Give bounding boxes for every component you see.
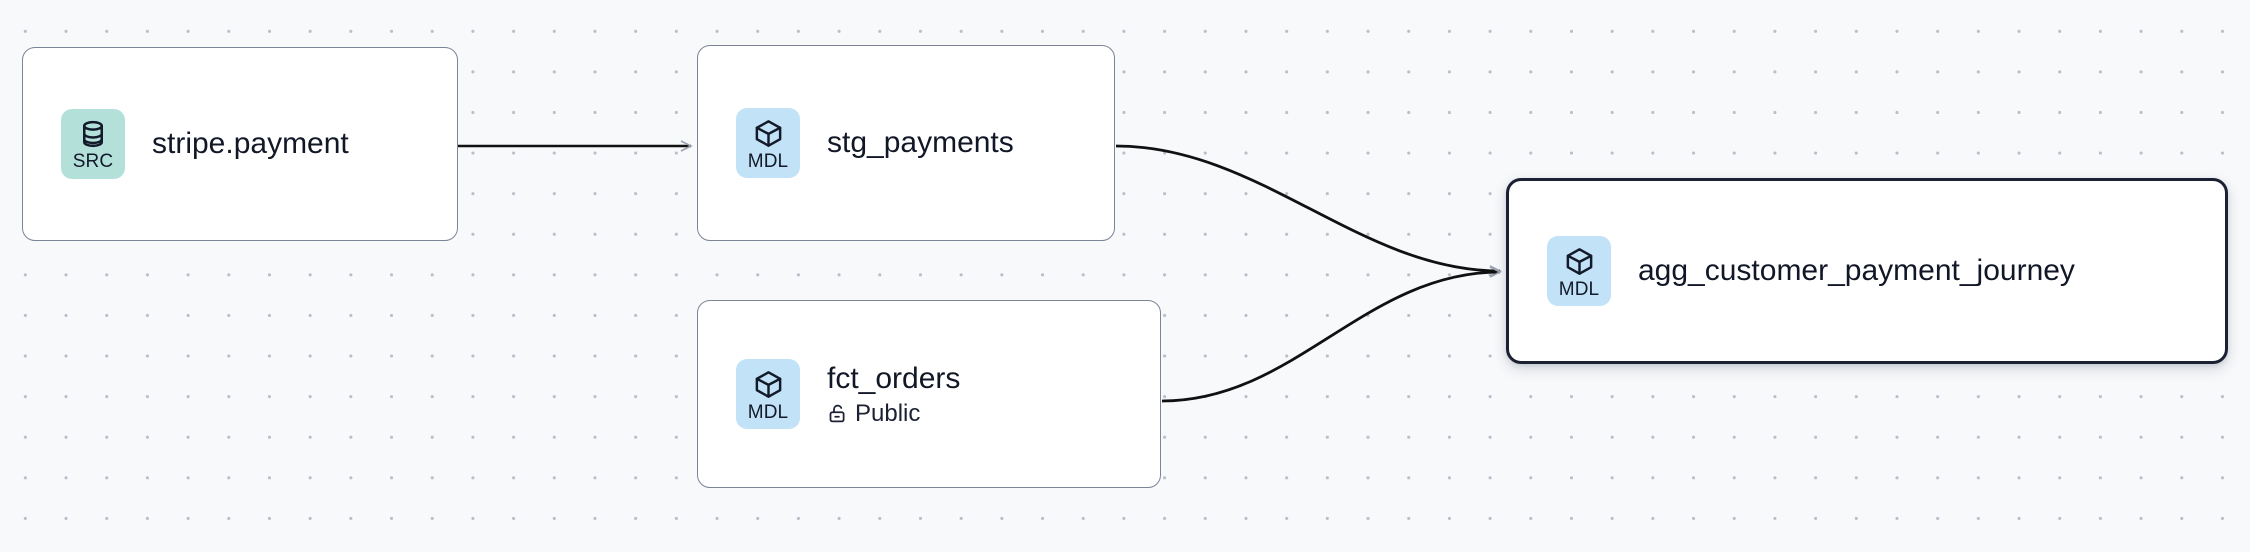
edge-fct-orders-to-agg-customer-payment-journey — [1161, 266, 1502, 403]
node-type-badge-src: SRC — [61, 109, 125, 179]
graph-node-fct-orders[interactable]: MDL fct_orders Public — [697, 300, 1161, 488]
cube-icon — [753, 116, 784, 149]
unlock-icon — [827, 403, 848, 424]
node-type-badge-label: MDL — [747, 401, 789, 423]
graph-node-stg-payments[interactable]: MDL stg_payments — [697, 45, 1115, 241]
node-text-block: stripe.payment — [152, 127, 349, 161]
edge-stg-payments-to-agg-customer-payment-journey — [1115, 144, 1502, 277]
node-title: agg_customer_payment_journey — [1638, 254, 2075, 287]
node-text-block: agg_customer_payment_journey — [1638, 254, 2075, 288]
node-type-badge-label: MDL — [1558, 278, 1600, 300]
node-text-block: stg_payments — [827, 126, 1014, 160]
node-type-badge-label: SRC — [72, 151, 114, 172]
node-title: stripe.payment — [152, 127, 349, 160]
node-text-block: fct_orders Public — [827, 362, 960, 427]
graph-node-stripe-payment[interactable]: SRC stripe.payment — [22, 47, 458, 241]
node-title: stg_payments — [827, 126, 1014, 159]
cube-icon — [1564, 244, 1595, 277]
node-type-badge-label: MDL — [747, 150, 789, 172]
node-title: fct_orders — [827, 361, 961, 395]
database-icon — [78, 117, 108, 149]
node-type-badge-mdl: MDL — [736, 359, 800, 429]
node-type-badge-mdl: MDL — [736, 108, 800, 178]
node-visibility-label: Public — [855, 399, 921, 427]
cube-icon — [753, 367, 784, 400]
node-visibility: Public — [827, 400, 960, 427]
graph-node-agg-customer-payment-journey[interactable]: MDL agg_customer_payment_journey — [1506, 178, 2228, 364]
node-type-badge-mdl: MDL — [1547, 236, 1611, 306]
